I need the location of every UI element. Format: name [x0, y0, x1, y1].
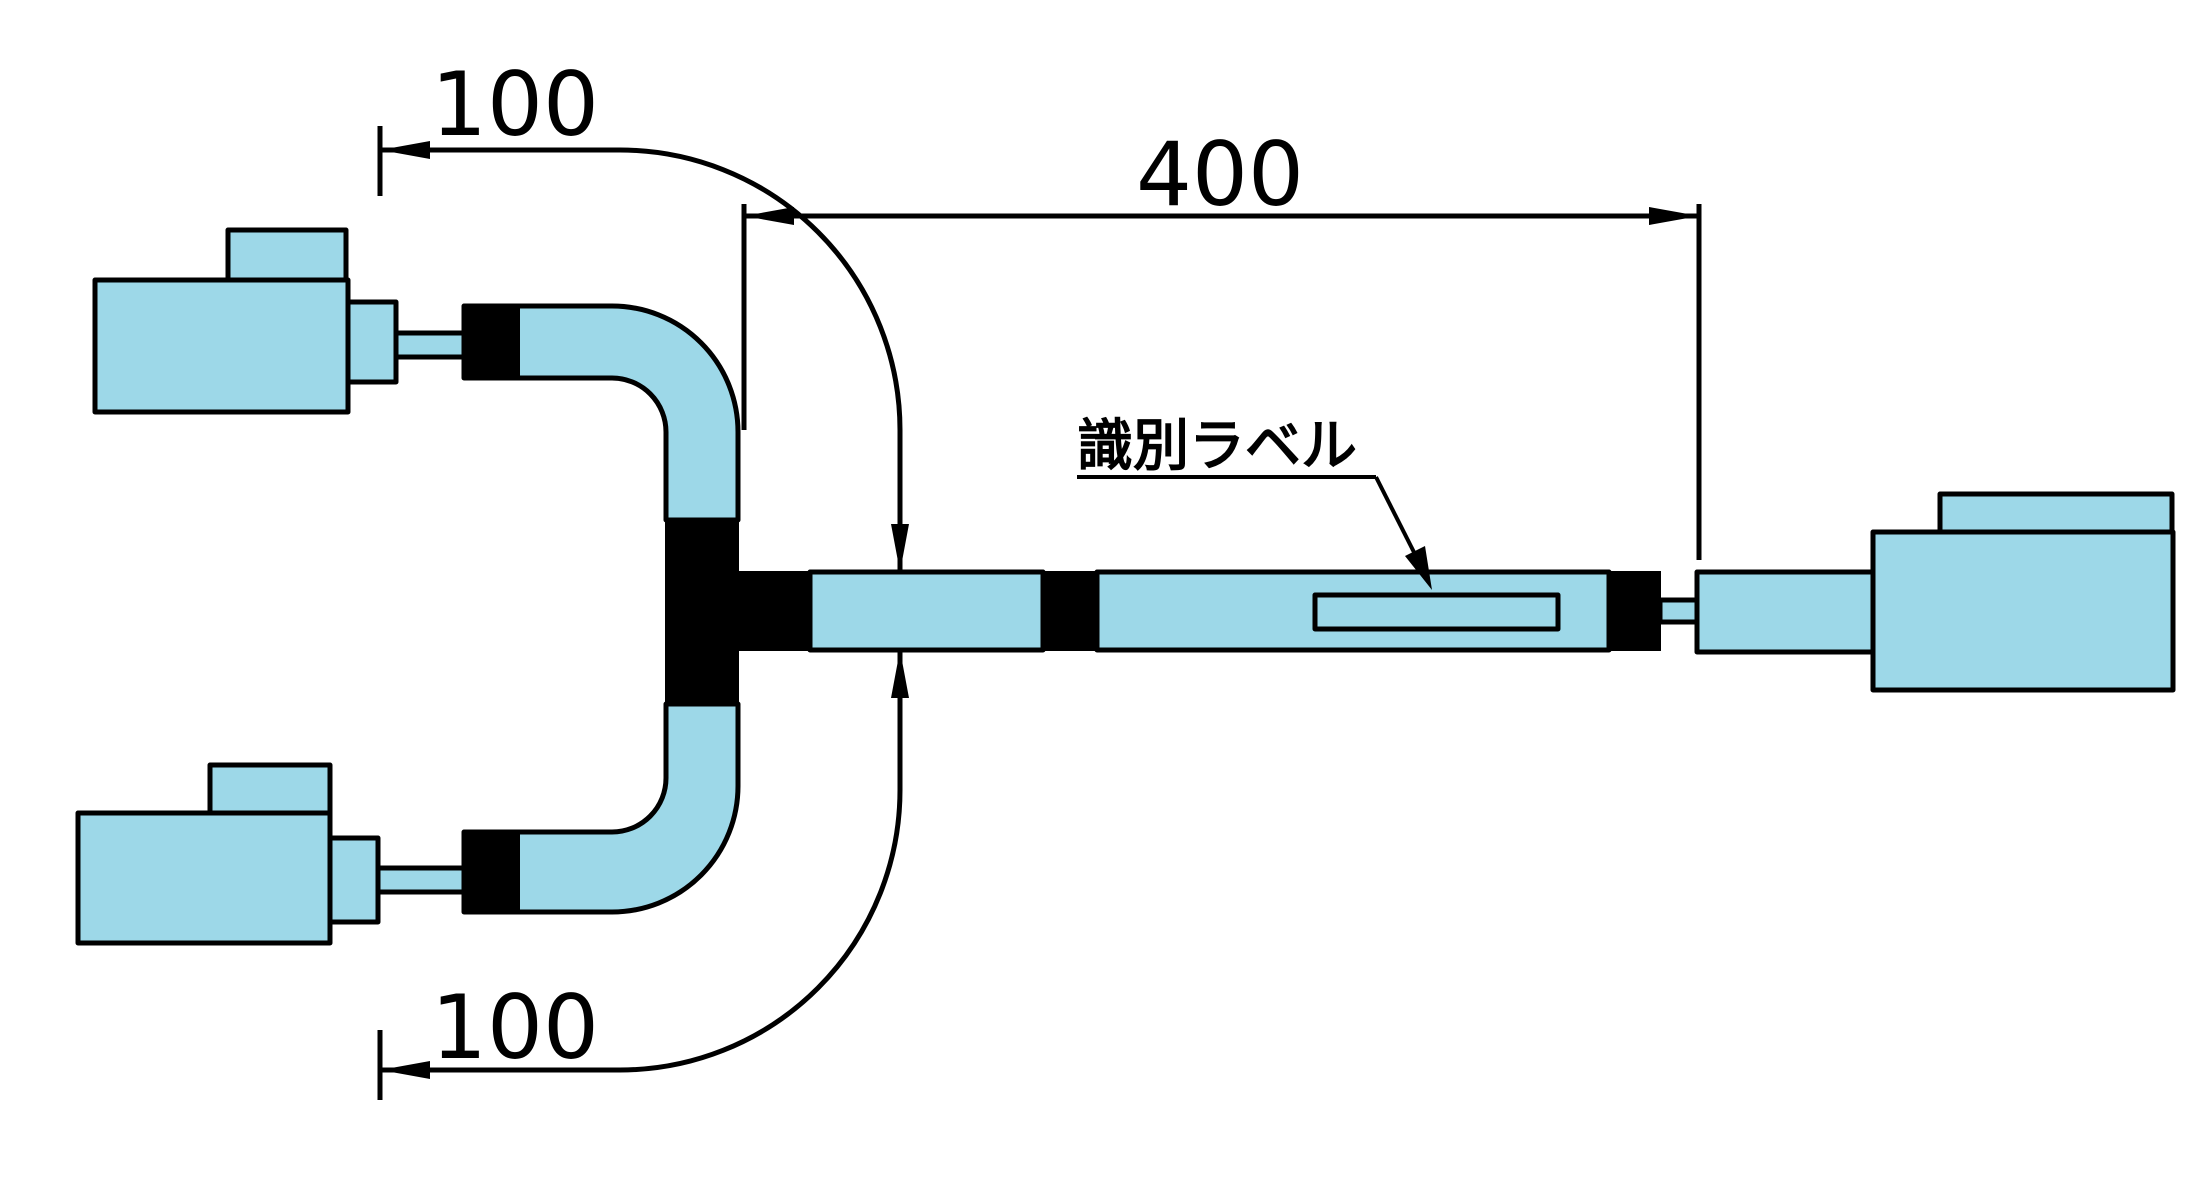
- elbow-upper-end-band: [463, 305, 520, 379]
- dim-400-arrow-right: [1649, 207, 1699, 225]
- dim-100-upper-arc: [380, 147, 903, 572]
- device-right: [1657, 491, 2176, 693]
- dim-100-lower-arrow-left: [380, 1061, 430, 1079]
- dim-400-arrow-left: [744, 207, 794, 225]
- callout-arrowhead: [1405, 546, 1432, 590]
- elbow-upper-bottom-band: [665, 519, 739, 573]
- dim-100-upper-arrow-down: [891, 524, 909, 572]
- dimension-100-lower: 100: [377, 650, 909, 1100]
- device-right-body: [1870, 529, 2176, 693]
- device-upper-left-top-cap: [225, 227, 349, 283]
- dim-100-lower-text: 100: [431, 976, 599, 1079]
- tee-junction: [665, 571, 811, 651]
- elbow-lower-end-band: [463, 831, 520, 913]
- device-lower-left-connector: [327, 835, 381, 925]
- dim-100-lower-arrow-up: [891, 650, 909, 698]
- identification-label-plate: [1312, 592, 1561, 632]
- device-upper-left-connector: [345, 299, 399, 385]
- dimension-100-upper: 100: [377, 53, 909, 572]
- device-upper-left: [92, 227, 467, 415]
- elbow-lower-top-band: [665, 649, 739, 705]
- device-lower-left: [75, 762, 467, 946]
- callout-identification-label: 識別ラベル: [1077, 414, 1432, 590]
- main-pipe-coupling: [1042, 571, 1098, 651]
- dimension-400: 400: [741, 123, 1702, 560]
- device-right-connector: [1694, 569, 1876, 655]
- device-lower-left-stub: [375, 865, 467, 895]
- device-lower-left-top-cap: [207, 762, 333, 816]
- device-lower-left-body: [75, 810, 333, 946]
- main-pipe: [665, 569, 1661, 653]
- device-right-top-cap: [1937, 491, 2175, 535]
- elbow-pipe-upper: [461, 303, 741, 573]
- dim-400-text: 400: [1136, 123, 1304, 226]
- dim-100-upper-arrow-left: [380, 141, 430, 159]
- elbow-upper-body: [461, 303, 741, 523]
- main-pipe-section-1: [807, 569, 1046, 653]
- dim-100-lower-arc: [380, 650, 903, 1073]
- main-pipe-end-band: [1608, 571, 1661, 651]
- elbow-lower-body: [461, 701, 741, 915]
- elbow-pipe-lower: [461, 649, 741, 915]
- dim-100-upper-text: 100: [431, 53, 599, 156]
- callout-label-text: 識別ラベル: [1077, 414, 1357, 479]
- device-right-stub: [1657, 597, 1700, 625]
- device-upper-left-stub: [393, 330, 467, 360]
- device-upper-left-body: [92, 277, 351, 415]
